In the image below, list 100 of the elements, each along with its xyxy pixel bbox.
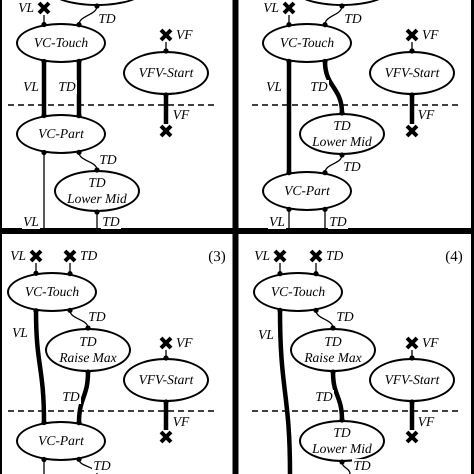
state-ellipse [7, 272, 97, 312]
state-label: VFV-Start [384, 65, 440, 81]
edge-label: VL [22, 215, 40, 229]
connector-line [76, 456, 98, 474]
state-label: Raise Max [59, 350, 117, 366]
thick-connector [322, 58, 345, 116]
edge-label: TD [87, 310, 107, 324]
edge-label: TD [57, 80, 77, 94]
state-label: TD [333, 425, 351, 441]
state-label: VFV-Start [384, 372, 440, 388]
thick-connector [41, 58, 47, 118]
connector-line [67, 308, 91, 331]
edge-label: TD [335, 310, 355, 324]
edge-label: VL [22, 80, 40, 94]
state-ellipse [54, 170, 140, 212]
connector-line [286, 206, 292, 228]
signal-label: TD [326, 249, 344, 262]
panel-number: (3) [208, 250, 226, 264]
state-label: Raise Max [304, 350, 362, 366]
panel-number: (4) [445, 250, 463, 264]
state-label: VC-Part [38, 126, 84, 142]
state-ellipse [45, 328, 131, 372]
edge-label: TD [101, 215, 121, 229]
state-label: TD [333, 118, 351, 134]
thick-connector [163, 399, 169, 430]
edge-label: VF [416, 415, 436, 429]
signal-label: VF [176, 336, 192, 350]
state-label: VC-Touch [34, 35, 88, 51]
connector-line [67, 263, 73, 276]
connector-line [322, 206, 328, 228]
signal-label: VL [263, 1, 279, 14]
edge-label: TD [97, 12, 117, 26]
connector-line [286, 15, 292, 28]
state-ellipse [16, 114, 106, 154]
connector-line [163, 350, 169, 361]
edge-label: VL [11, 326, 29, 340]
signal-label: VL [10, 249, 26, 262]
connector-line [277, 263, 283, 276]
edge-label: VL [265, 80, 283, 94]
state-ellipse [369, 358, 455, 402]
connector-line [76, 3, 100, 28]
thick-connector [409, 92, 415, 124]
edge-label: VL [257, 328, 275, 342]
state-label: TD [79, 334, 97, 350]
state-label: VFV-Start [138, 372, 194, 388]
connector-line [94, 209, 100, 228]
thick-connector [163, 92, 169, 124]
state-ellipse [290, 328, 376, 372]
connector-line [322, 3, 345, 28]
connector-line [41, 150, 47, 228]
state-label: TD [324, 334, 342, 350]
state-label: VFV-Start [138, 65, 194, 81]
state-label: Lower Mid [312, 134, 372, 150]
state-label: TD [88, 175, 106, 191]
state-label: VC-Touch [270, 284, 326, 300]
connector-line [41, 456, 47, 474]
edge-label: TD [314, 390, 334, 404]
state-ellipse [299, 113, 385, 155]
connector-line [409, 350, 415, 361]
edge-label: TD [343, 12, 363, 26]
connector-line [76, 150, 100, 173]
state-ellipse [253, 272, 343, 312]
edge-label: TD [92, 459, 112, 473]
state-label: VC-Touch [24, 284, 80, 300]
edge-label: TD [61, 390, 81, 404]
connector-line [409, 42, 415, 54]
edge-label: VF [172, 108, 190, 122]
signal-label: VF [422, 28, 438, 42]
signal-label: VF [176, 28, 192, 42]
edge-label: TD [98, 153, 118, 167]
state-label: VC-Part [38, 433, 84, 449]
edge-label: TD [309, 80, 329, 94]
connector-line [322, 152, 345, 176]
connector-line [339, 459, 351, 474]
thick-connector [286, 58, 292, 176]
state-label: VC-Part [284, 183, 330, 199]
edge-label: VF [416, 108, 436, 122]
signal-label: VF [422, 336, 438, 350]
edge-label: TD [328, 215, 348, 229]
thick-connector [76, 369, 91, 426]
state-ellipse [369, 51, 455, 95]
thick-connector [277, 308, 292, 474]
connector-line [33, 263, 39, 276]
edge-label: VF [172, 415, 190, 429]
signal-label: TD [80, 249, 98, 262]
edge-label: TD [352, 459, 372, 473]
connector-line [313, 263, 319, 276]
signal-label: VL [18, 1, 34, 14]
edge-label: TD [342, 160, 362, 174]
state-ellipse [123, 358, 209, 402]
thick-connector [330, 369, 345, 423]
connector-line [163, 42, 169, 54]
connector-line [313, 308, 336, 331]
state-label: Lower Mid [67, 191, 127, 207]
state-label: VC-Touch [280, 35, 334, 51]
connector-line [41, 15, 47, 28]
state-ellipse [123, 51, 209, 95]
thick-connector [409, 399, 415, 430]
signal-label: VL [254, 249, 270, 262]
thick-connector [33, 308, 47, 426]
